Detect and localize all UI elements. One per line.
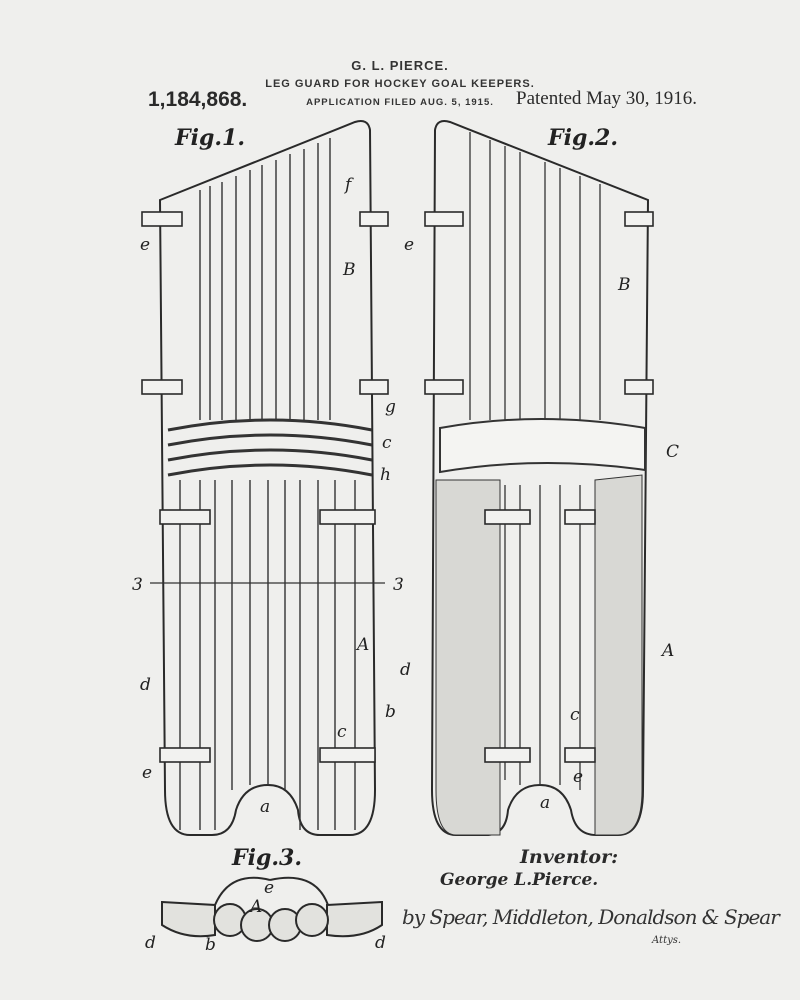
label-e-fig2: e — [404, 235, 414, 255]
label-c-fig2: c — [570, 705, 580, 725]
label-c-lower: c — [337, 722, 347, 742]
straps — [141, 211, 654, 763]
label-d-left: d — [140, 675, 151, 695]
patent-number: 1,184,868. — [148, 88, 248, 111]
label-3-left: 3 — [132, 575, 143, 595]
label-a-fig1: a — [260, 797, 270, 817]
label-d-right: d — [400, 660, 411, 680]
patent-title: LEG GUARD FOR HOCKEY GOAL KEEPERS. — [265, 78, 535, 90]
label-A-fig2: A — [660, 641, 674, 661]
label-e-lower: e — [142, 763, 152, 783]
label-3-right: 3 — [393, 575, 404, 595]
inventor-header: G. L. PIERCE. — [351, 58, 449, 73]
label-b: b — [385, 702, 396, 722]
fig3-label: Fig.3. — [231, 845, 302, 871]
label-g: g — [385, 397, 396, 417]
label-d-fig3-left: d — [145, 933, 156, 953]
fig2-stripes — [469, 132, 601, 790]
fig2-felt-padding — [435, 474, 643, 836]
filing-date: APPLICATION FILED AUG. 5, 1915. — [306, 97, 494, 108]
patent-date: Patented May 30, 1916. — [516, 88, 698, 109]
label-d-fig3-right: d — [375, 933, 386, 953]
label-f: f — [343, 175, 354, 195]
attorney-signature: by Spear, Middleton, Donaldson & Spear — [402, 905, 780, 929]
label-h: h — [380, 465, 391, 485]
fig1-label: Fig.1. — [174, 125, 245, 151]
label-e-fig2-lower: e — [573, 767, 583, 787]
fig1-leg-guard-outline — [158, 120, 377, 836]
fig1-ribs — [179, 138, 356, 830]
fig2-roll — [439, 418, 646, 474]
label-a-fig2: a — [540, 793, 550, 813]
inventor-name: George L.Pierce. — [440, 870, 599, 890]
inventor-label: Inventor: — [520, 846, 619, 868]
label-A-fig3: A — [248, 897, 262, 917]
fig1-roll — [167, 418, 373, 477]
attorneys-label: Attys. — [652, 935, 682, 946]
fig3-cross-section — [161, 876, 383, 942]
label-B-fig2: B — [617, 275, 631, 295]
label-A: A — [355, 635, 369, 655]
label-b-fig3: b — [205, 935, 216, 955]
label-B: B — [342, 260, 356, 280]
label-e: e — [140, 235, 150, 255]
label-c: c — [382, 433, 392, 453]
label-e-fig3: e — [264, 878, 274, 898]
fig2-label: Fig.2. — [547, 125, 618, 151]
label-C-fig2: C — [666, 442, 679, 462]
